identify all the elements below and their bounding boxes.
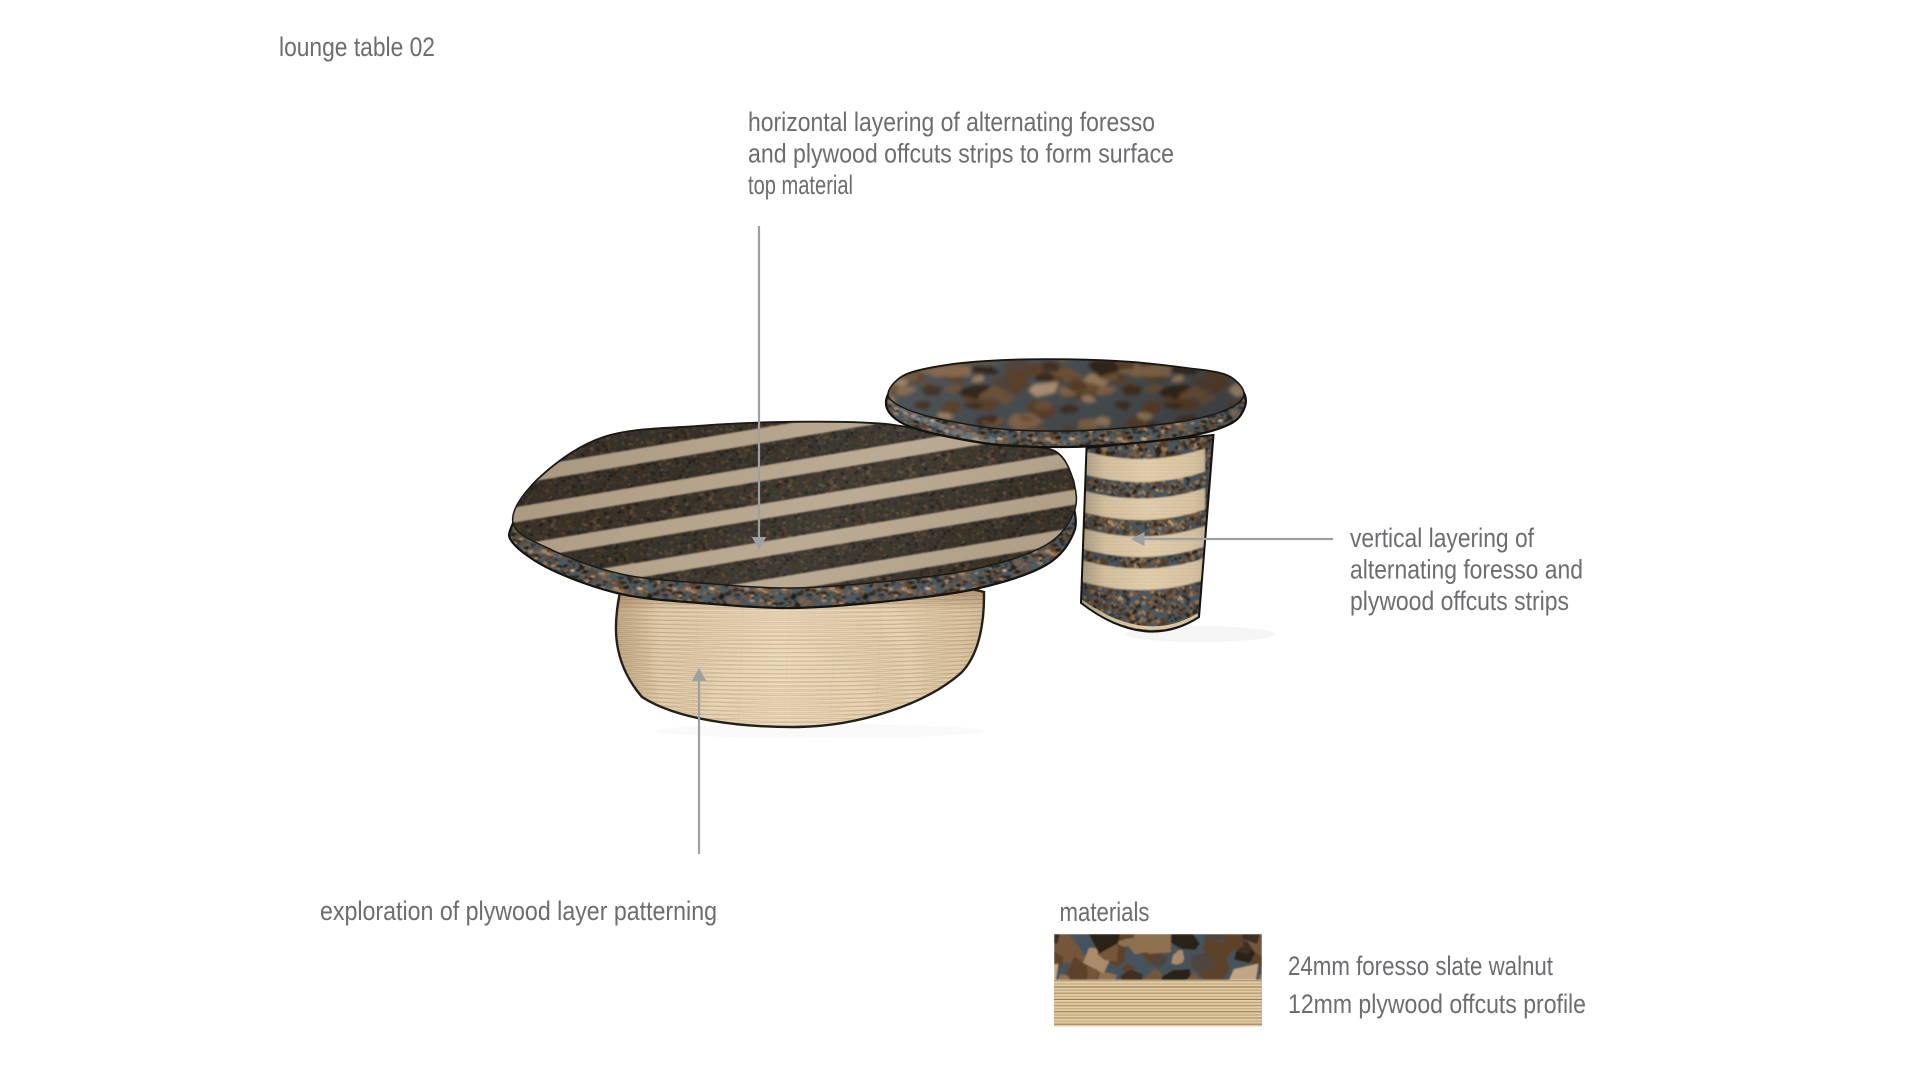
- svg-text:and plywood offcuts strips to: and plywood offcuts strips to form surfa…: [748, 139, 1174, 169]
- svg-text:24mm foresso slate walnut: 24mm foresso slate walnut: [1288, 951, 1553, 981]
- svg-text:plywood offcuts strips: plywood offcuts strips: [1350, 586, 1569, 616]
- svg-text:vertical layering of: vertical layering of: [1350, 523, 1534, 553]
- svg-text:top material: top material: [748, 170, 853, 200]
- svg-text:12mm plywood offcuts profile: 12mm plywood offcuts profile: [1288, 989, 1586, 1019]
- svg-text:materials: materials: [1060, 897, 1150, 927]
- svg-text:horizontal layering of alterna: horizontal layering of alternating fores…: [748, 107, 1155, 137]
- svg-text:lounge table 02: lounge table 02: [279, 32, 435, 62]
- svg-text:alternating foresso and: alternating foresso and: [1350, 555, 1583, 585]
- svg-text:exploration of plywood layer p: exploration of plywood layer patterning: [320, 896, 717, 926]
